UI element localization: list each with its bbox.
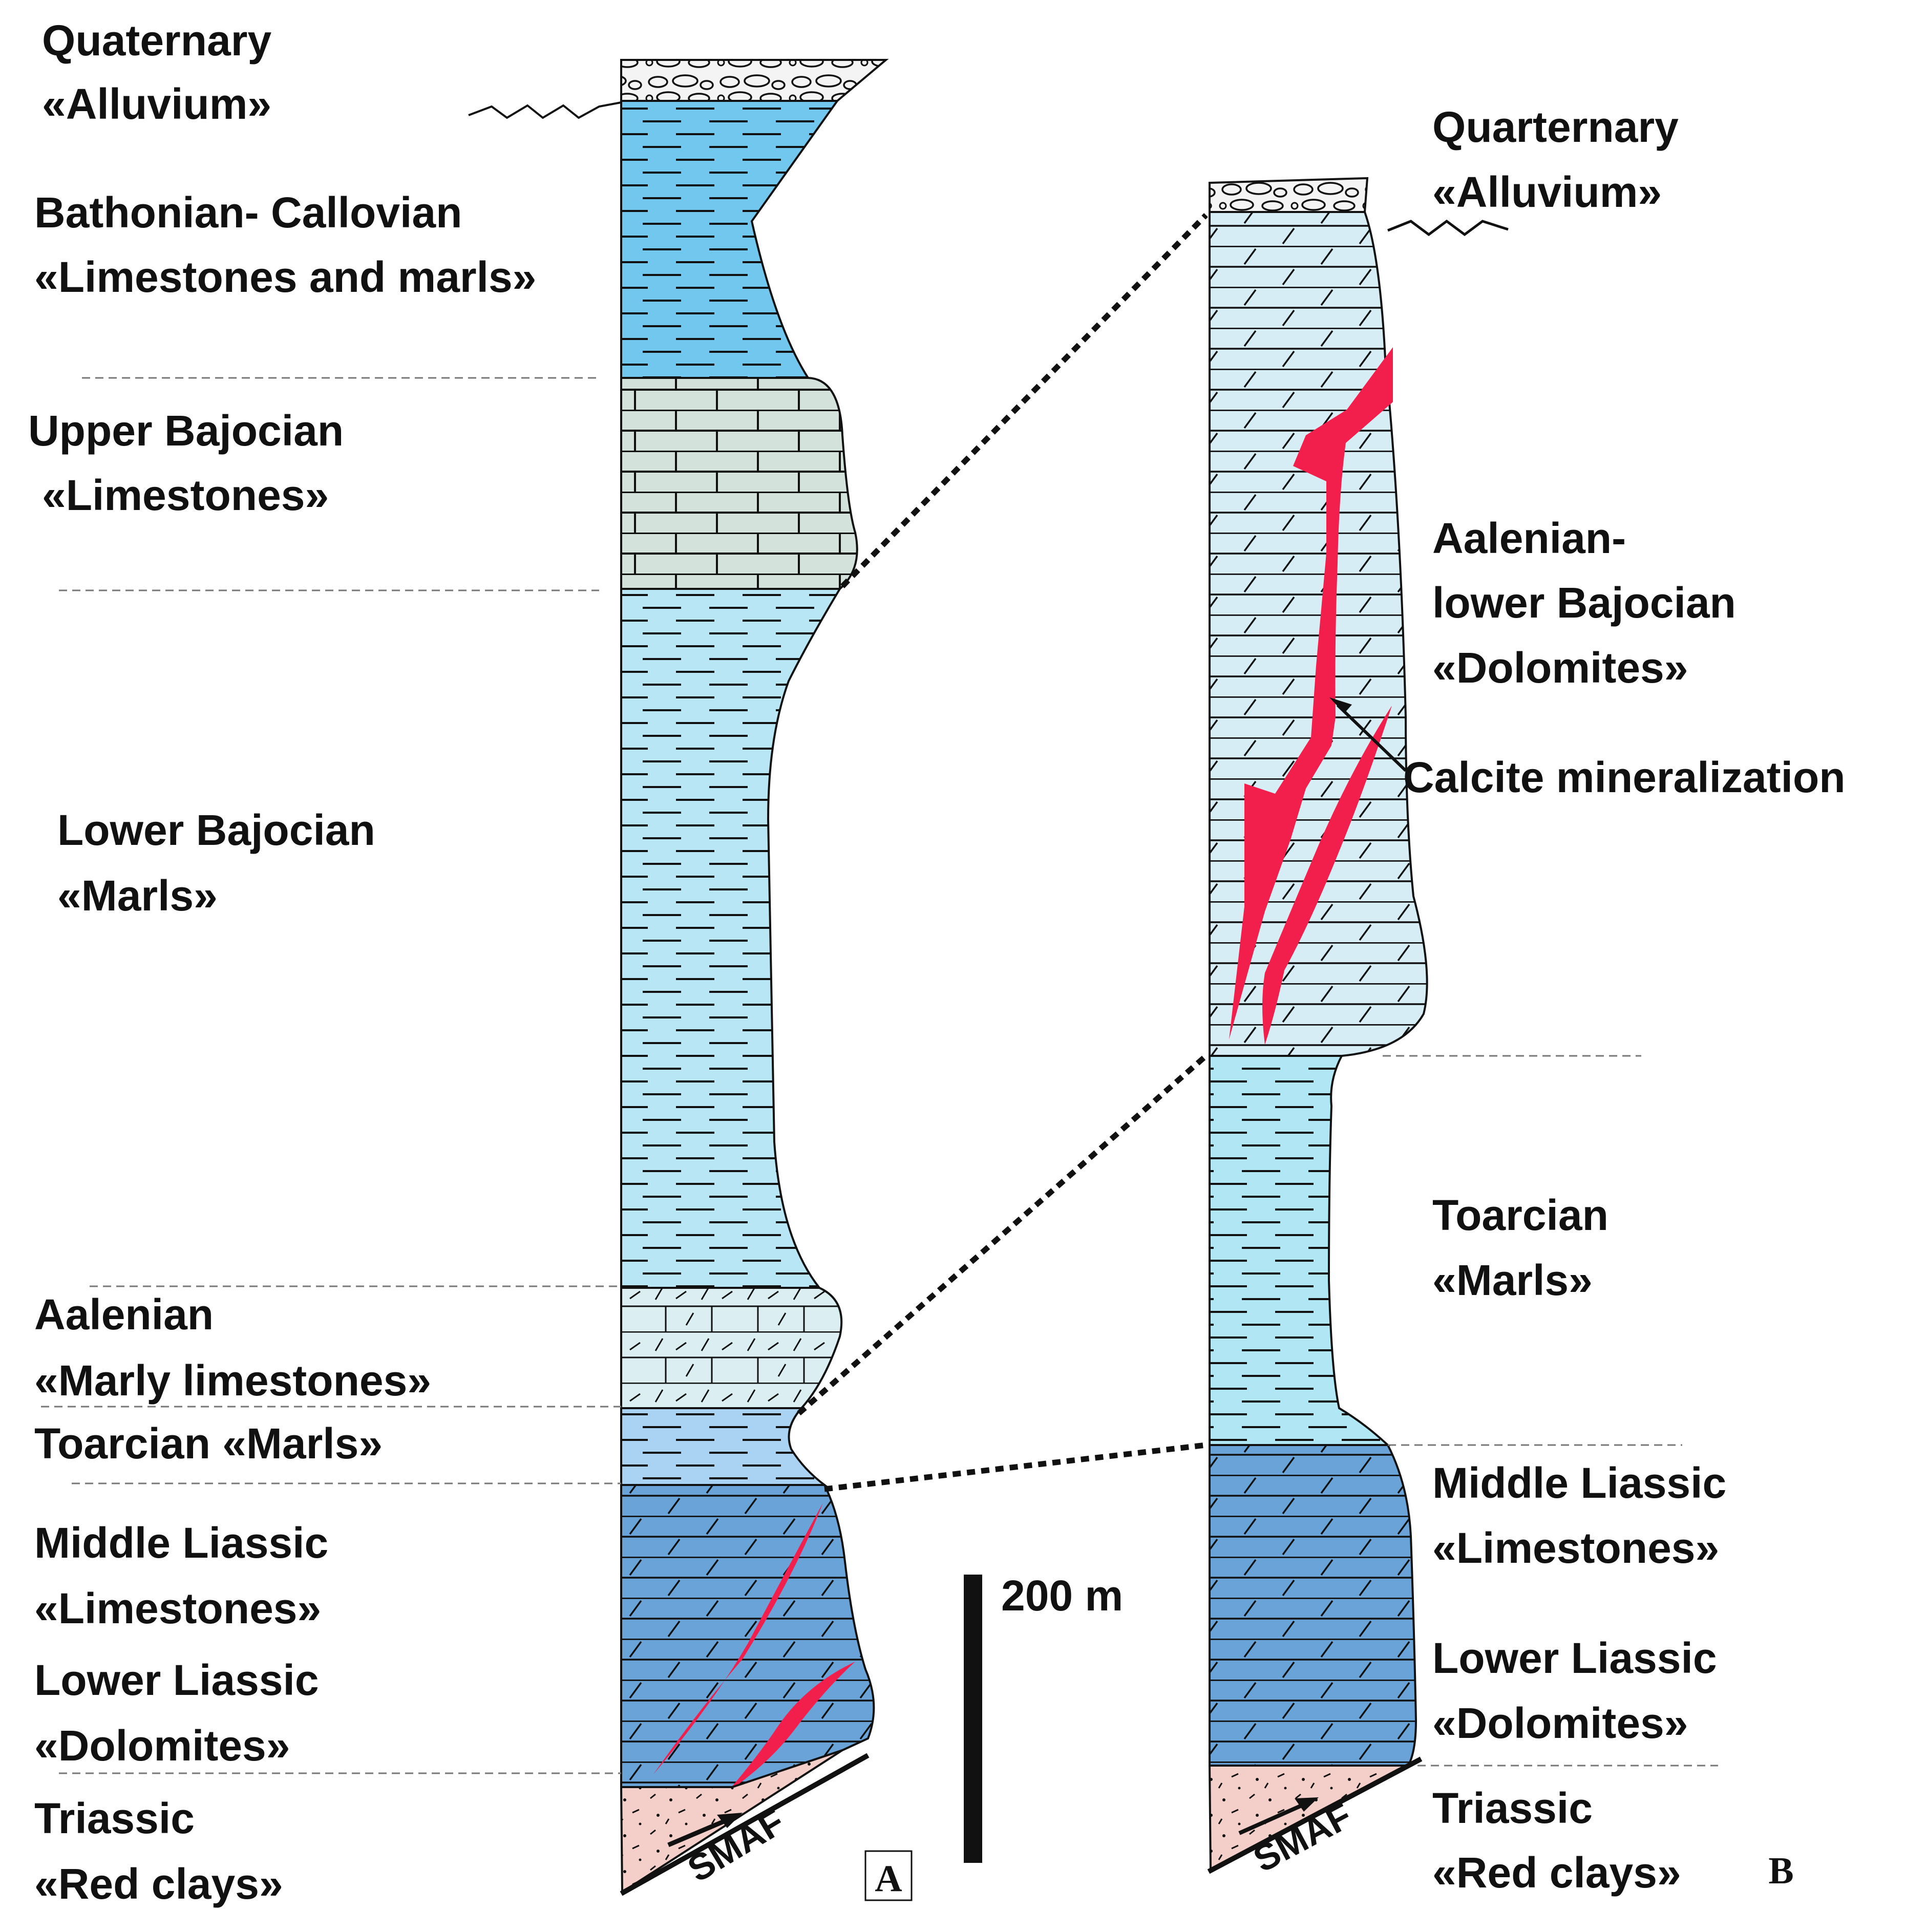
column-letter-box-a (864, 1850, 913, 1901)
label-b-red-clays: «Red clays» (1432, 1849, 1681, 1897)
column-b-labels: Quarternary «Alluvium» Aalenian- lower B… (1432, 103, 1736, 1897)
column-a-labels: Quaternary «Alluvium» Bathonian- Callovi… (28, 16, 536, 1908)
label-a-upper-bajocian: Upper Bajocian (28, 407, 344, 455)
boundary-lines (41, 377, 1718, 1774)
label-b-lower-liassic: Lower Liassic (1432, 1634, 1717, 1682)
label-b-middle-liassic: Middle Liassic (1432, 1459, 1726, 1507)
unconformity-a (468, 101, 622, 119)
calcite-vein-b2 (1262, 706, 1392, 1045)
column-letter-b: B (1768, 1850, 1793, 1892)
label-a-marly-limestones: «Marly limestones» (34, 1356, 431, 1405)
label-b-dolomites: «Dolomites» (1432, 1699, 1688, 1747)
correlation-lines (797, 213, 1208, 1492)
layer-a-aalenian (620, 1287, 843, 1409)
label-a-triassic: Triassic (34, 1794, 195, 1842)
label-b-lower-bajocian: lower Bajocian (1432, 579, 1736, 627)
calcite-label: Calcite mineralization (1403, 753, 1846, 801)
layer-b-alluvium (1209, 177, 1369, 213)
label-a-red-clays: «Red clays» (34, 1860, 283, 1908)
label-b-limestones: «Limestones» (1432, 1524, 1719, 1572)
column-a: SMAF A (468, 59, 913, 1901)
label-a-lower-liassic: Lower Liassic (34, 1656, 319, 1704)
label-b-alluvium: «Alluvium» (1432, 168, 1662, 216)
label-b-aalenian: Aalenian- (1432, 514, 1626, 562)
column-b: SMAF B (1207, 177, 1804, 1893)
label-b-quarternary: Quarternary (1432, 103, 1679, 151)
layer-b-toarcian (1209, 1055, 1391, 1446)
layer-a-liassic (620, 1484, 875, 1792)
layer-a-triassic (620, 1749, 843, 1894)
layer-b-liassic (1209, 1444, 1417, 1767)
label-b-triassic: Triassic (1432, 1784, 1593, 1832)
column-letter-a: A (875, 1858, 902, 1900)
layer-a-lower-bajocian (620, 588, 842, 1289)
label-a-marls: «Marls» (57, 872, 218, 920)
label-a-upper-bajocian-name: «Limestones» (42, 471, 329, 519)
label-a-middle-liassic: Middle Liassic (34, 1519, 328, 1567)
scale-bar-line (964, 1575, 982, 1863)
layer-a-upper-bajocian (620, 377, 858, 590)
fault-line-a (620, 1753, 870, 1896)
scale-bar-label: 200 m (1001, 1572, 1123, 1620)
calcite-annotation: Calcite mineralization (1329, 697, 1846, 801)
layer-a-toarcian (620, 1407, 828, 1486)
label-a-quaternary: Quaternary (42, 16, 271, 65)
column-letter-box-b (1758, 1843, 1804, 1893)
label-a-lower-bajocian: Lower Bajocian (57, 806, 375, 854)
label-b-dolomites-top: «Dolomites» (1432, 644, 1688, 692)
label-a-limestones: «Limestones» (34, 1584, 321, 1632)
label-a-dolomites: «Dolomites» (34, 1722, 290, 1770)
label-a-bathonian: Bathonian- Callovian (34, 188, 462, 237)
label-a-alluvium: «Alluvium» (42, 80, 271, 128)
layer-b-dolomites (1209, 211, 1428, 1057)
scale-bar: 200 m (964, 1572, 1123, 1863)
label-a-limestones-marls: «Limestones and marls» (34, 253, 536, 301)
calcite-vein-a2 (727, 1662, 855, 1792)
fault-line-b (1207, 1756, 1423, 1874)
layer-a-bathonian-callovian (620, 100, 839, 379)
calcite-vein-b1 (1229, 347, 1393, 1039)
label-b-marls: «Marls» (1432, 1256, 1593, 1304)
label-b-toarcian: Toarcian (1432, 1191, 1608, 1239)
label-a-aalenian: Aalenian (34, 1290, 214, 1339)
layer-a-alluvium (620, 59, 889, 102)
label-a-toarcian: Toarcian «Marls» (34, 1419, 383, 1468)
unconformity-b (1387, 219, 1509, 237)
